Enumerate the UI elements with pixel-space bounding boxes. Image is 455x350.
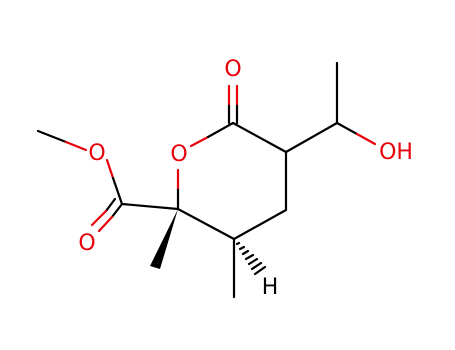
hydroxyl-label: OH <box>379 140 413 165</box>
bond-ester-o-to-carbonyl-carbon-side <box>111 176 124 206</box>
bond-ester-carbonyl-double-b-oxygen <box>90 209 108 227</box>
bond-methyl-to-ester-o-oxygen-side <box>64 140 88 152</box>
bond-ring-o-to-lactone-c-oxygen-side <box>189 135 210 148</box>
bond-lactone-c-to-c3 <box>231 121 288 154</box>
hashed-wedge-c5-h <box>235 241 267 276</box>
bond-ring-o-to-lactone-c-carbon-side <box>206 121 235 139</box>
bond-c4-to-c5 <box>232 208 288 241</box>
bond-ester-carbonyl-double-a-oxygen <box>97 215 114 233</box>
bond-carbinol-to-oh-carbon-side <box>335 121 359 136</box>
stereo-hydrogen-label: H <box>262 275 279 300</box>
lactone-carbonyl-oxygen-label: O <box>224 57 241 82</box>
ring-oxygen-label: O <box>170 142 187 167</box>
ester-oxygen-label: O <box>88 141 105 166</box>
bond-carbinol-to-oh-oxygen-side <box>355 132 377 146</box>
bond-ester-carbonyl-double-a-carbon <box>110 202 124 219</box>
bond-ester-o-to-carbonyl-oxygen-side <box>105 158 115 180</box>
bond-c3-to-carbinol <box>284 121 339 154</box>
bond-carbonyl-to-c2 <box>120 202 180 211</box>
ester-carbonyl-oxygen-label: O <box>78 231 95 256</box>
wedge-bond-c2-methyl <box>150 209 178 269</box>
bond-methyl-to-ester-o-carbon-side <box>36 129 68 144</box>
bond-ester-carbonyl-double-b-carbon <box>104 197 117 213</box>
bond-c5-to-c2 <box>176 207 236 241</box>
